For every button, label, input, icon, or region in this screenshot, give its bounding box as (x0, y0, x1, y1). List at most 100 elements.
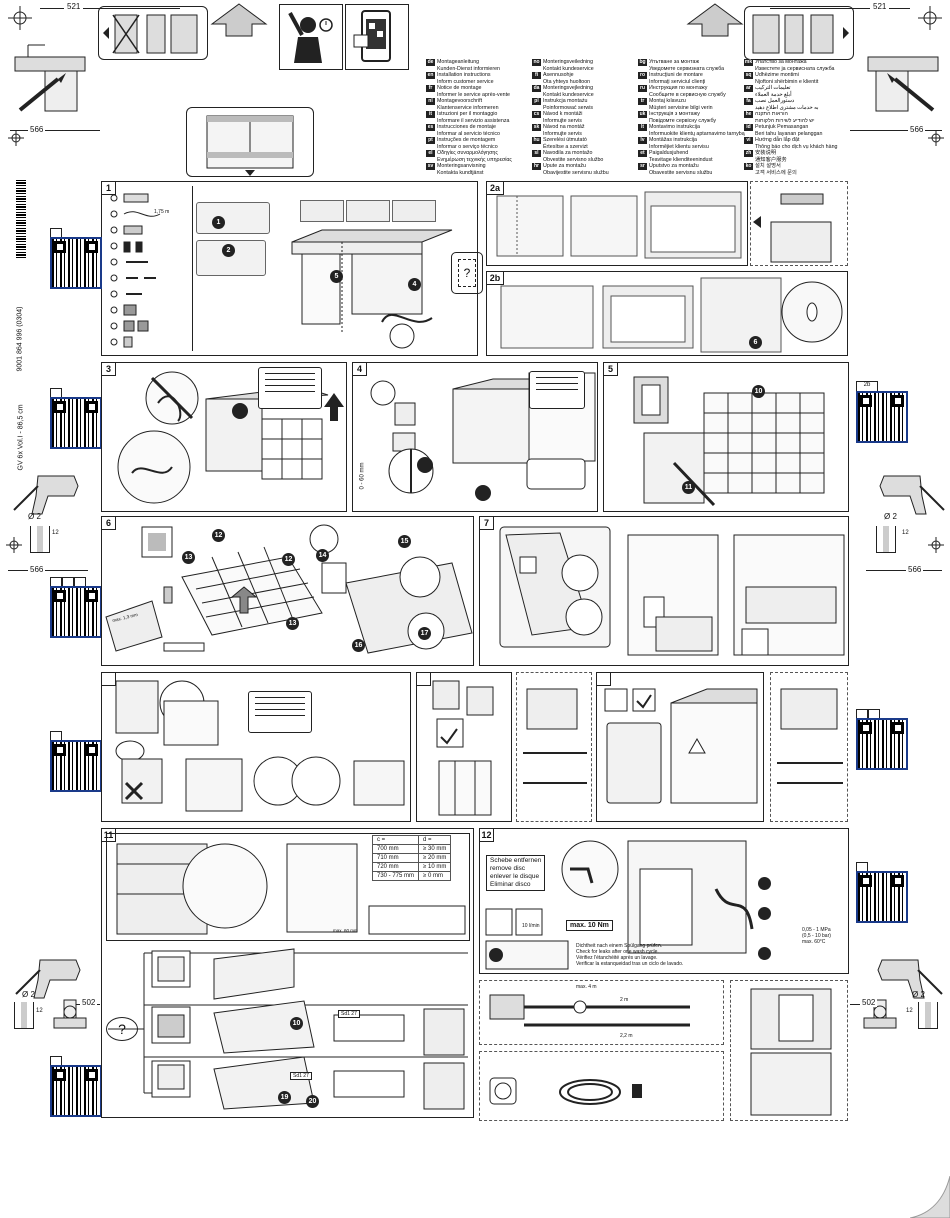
drill-diameter: Ø 2 (912, 990, 925, 999)
language-code: en (426, 72, 435, 79)
language-subtitle: 通知客户服务 (755, 157, 787, 163)
language-subtitle: Obavestite servisnu službu (649, 170, 713, 176)
note-box (258, 367, 322, 409)
language-title: Navodila za montažo (543, 150, 593, 156)
hose-label: 2,2 m (620, 1033, 633, 1039)
qr-code (856, 871, 908, 923)
language-subtitle: Obvestite servisno službo (543, 157, 604, 163)
drill-hole (876, 526, 896, 553)
table-header: d = (418, 835, 452, 845)
step-10-panel (596, 672, 764, 822)
step-6-panel: 6 12 13 12 13 14 15 16 17 max. 1,3 mm (101, 516, 474, 666)
language-code: hu (532, 137, 541, 144)
step-3-panel: 3 (101, 362, 347, 512)
cabinet-pencil-icon (867, 56, 939, 112)
language-title: 설치 설명서 (755, 163, 781, 169)
step-2b-panel: 2b 6 (486, 271, 848, 356)
drill-hole (918, 1002, 938, 1029)
drill-depth: 12 (36, 1008, 43, 1014)
language-subtitle: יש להודיע לשירות הלקוחות (755, 118, 815, 124)
language-title: Istruzioni per il montaggio (437, 111, 498, 117)
language-subtitle: 고객 서비스에 문의 (755, 170, 797, 176)
door-variants-drawing (108, 948, 468, 1110)
step-number (596, 672, 611, 686)
step-number: 2b (486, 271, 504, 285)
language-subtitle: Müşteri servisine bilgi verin (649, 105, 713, 111)
language-subtitle: Известете ја сервисната служба (755, 66, 835, 72)
table-cell: 720 mm (371, 862, 420, 872)
language-code: es (426, 124, 435, 131)
hose-length-label: 1,75 m (154, 209, 170, 215)
step-circle: 16 (352, 639, 365, 652)
dimension-label: 521 (64, 2, 84, 11)
dimension-label: 566 (908, 125, 926, 134)
step-number (416, 672, 431, 686)
code-tag: Sd1 27 (338, 1010, 360, 1018)
step-circle: 6 (749, 336, 762, 349)
drawing-area (392, 200, 436, 222)
language-title: Asennusohje (543, 72, 574, 78)
language-code: he (744, 111, 753, 118)
qr-code (50, 740, 102, 792)
language-subtitle: Informar al servicio técnico (437, 131, 500, 137)
remove-disc-note: Schebe entfernen remove disc enlever le … (486, 855, 546, 891)
step-circle: 17 (418, 627, 431, 640)
language-title: Montageanleitung (437, 59, 480, 65)
drill-diameter: Ø 2 (28, 512, 41, 521)
step-circle (758, 877, 771, 890)
dimension-label: 566 (28, 565, 46, 574)
language-subtitle: أبلغ خدمة العملاء (755, 92, 792, 98)
step-8-panel (101, 672, 411, 822)
drill-icon (13, 475, 79, 515)
flow-label: 10 l/min (522, 923, 540, 929)
language-title: Montagevoorschrift (437, 98, 483, 104)
language-subtitle: Informar o serviço técnico (437, 144, 498, 150)
language-subtitle: Beri tahu layanan pelanggan (755, 131, 823, 137)
note-box (248, 691, 312, 733)
table-cell: 700 mm (371, 844, 420, 854)
table-cell: ≥ 10 mm (418, 862, 452, 872)
language-subtitle: Értesítse a szervizt (543, 144, 588, 150)
step-circle: 19 (278, 1091, 291, 1104)
language-title: Udhëzime montimi (755, 72, 799, 78)
language-code: sk (532, 124, 541, 131)
language-code: lt (638, 124, 647, 131)
up-arrow-icon (210, 3, 268, 37)
language-subtitle: Уведомете сервизната служба (649, 66, 725, 72)
drill-depth: 12 (902, 530, 909, 536)
hinge-variant-box (744, 6, 854, 60)
table-header: c = (371, 835, 420, 845)
language-code: fa (744, 98, 753, 105)
power-cord-panel (479, 1051, 724, 1121)
dimension-label: 566 (28, 125, 46, 134)
language-title: Szerelési útmutató (543, 137, 587, 143)
crosshair-icon (6, 537, 22, 553)
language-code: cs (532, 111, 541, 118)
language-code: ru (638, 85, 647, 92)
drill-icon (877, 959, 943, 999)
language-code: lv (638, 137, 647, 144)
language-title: دستورالعمل نصب (755, 98, 795, 104)
language-subtitle: Informējiet klientu servisu (649, 144, 709, 150)
size-label: max. 60 mm (333, 928, 358, 933)
step-circle: 1 (212, 216, 225, 229)
language-title: 安装说明 (755, 150, 777, 156)
